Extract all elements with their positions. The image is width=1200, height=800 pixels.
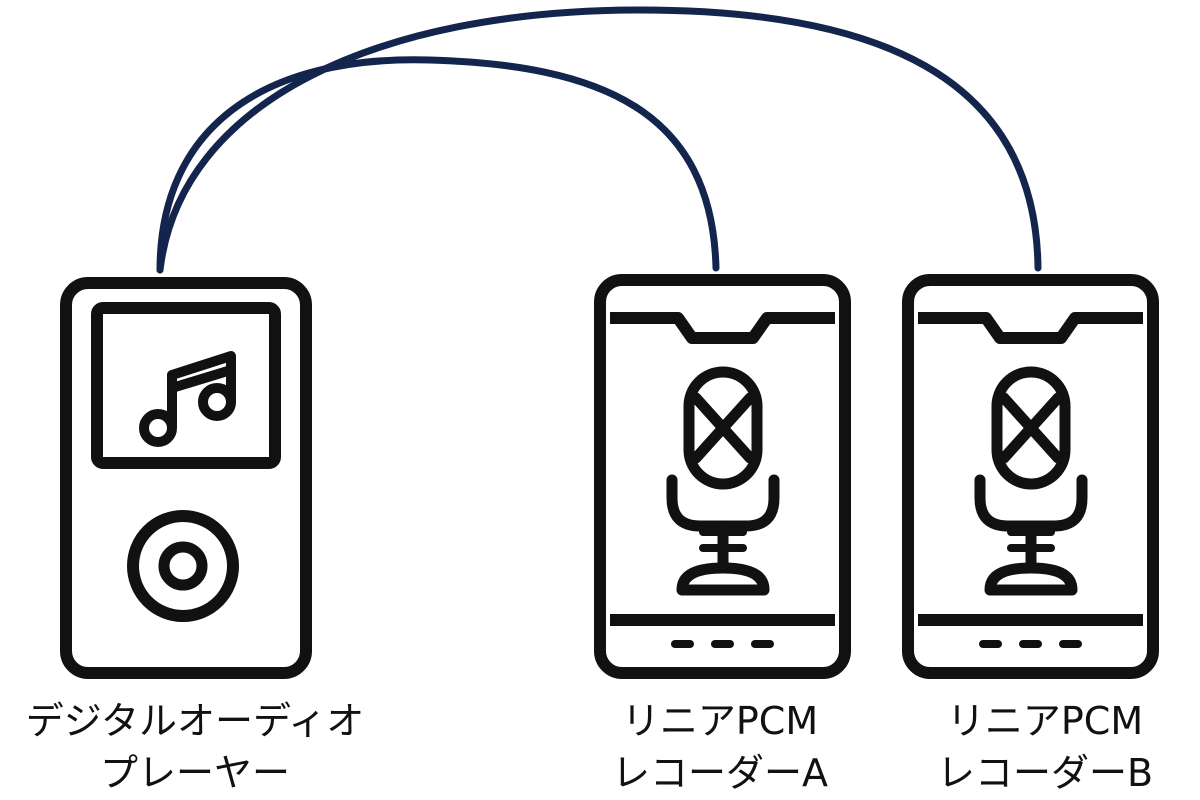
recorder-a-label-line2: レコーダーA [612,751,828,795]
player-label-line1: デジタルオーディオ [25,699,365,743]
digital-audio-player-icon [60,277,312,679]
recorder-b-label-line2: レコーダーB [936,751,1154,795]
player-label-line2: プレーヤー [99,751,290,795]
cables [156,6,1042,274]
player-label: デジタルオーディオ プレーヤー [0,695,390,799]
microphone-icon [666,366,780,596]
player-screen [91,302,281,469]
microphone-icon [974,366,1088,596]
recorder-b-label-line1: リニアPCM [946,699,1144,743]
music-note-icon [139,351,236,447]
recorder-a-label-line1: リニアPCM [621,699,819,743]
recorder-a-label: リニアPCM レコーダーA [575,695,865,799]
click-wheel-icon [127,510,239,622]
recorder-b-icon [902,274,1159,679]
cable-to-recorder-b [156,6,1042,274]
cable-to-recorder-a [156,56,720,274]
recorder-b-label: リニアPCM レコーダーB [890,695,1200,799]
recorder-a-icon [594,274,851,679]
